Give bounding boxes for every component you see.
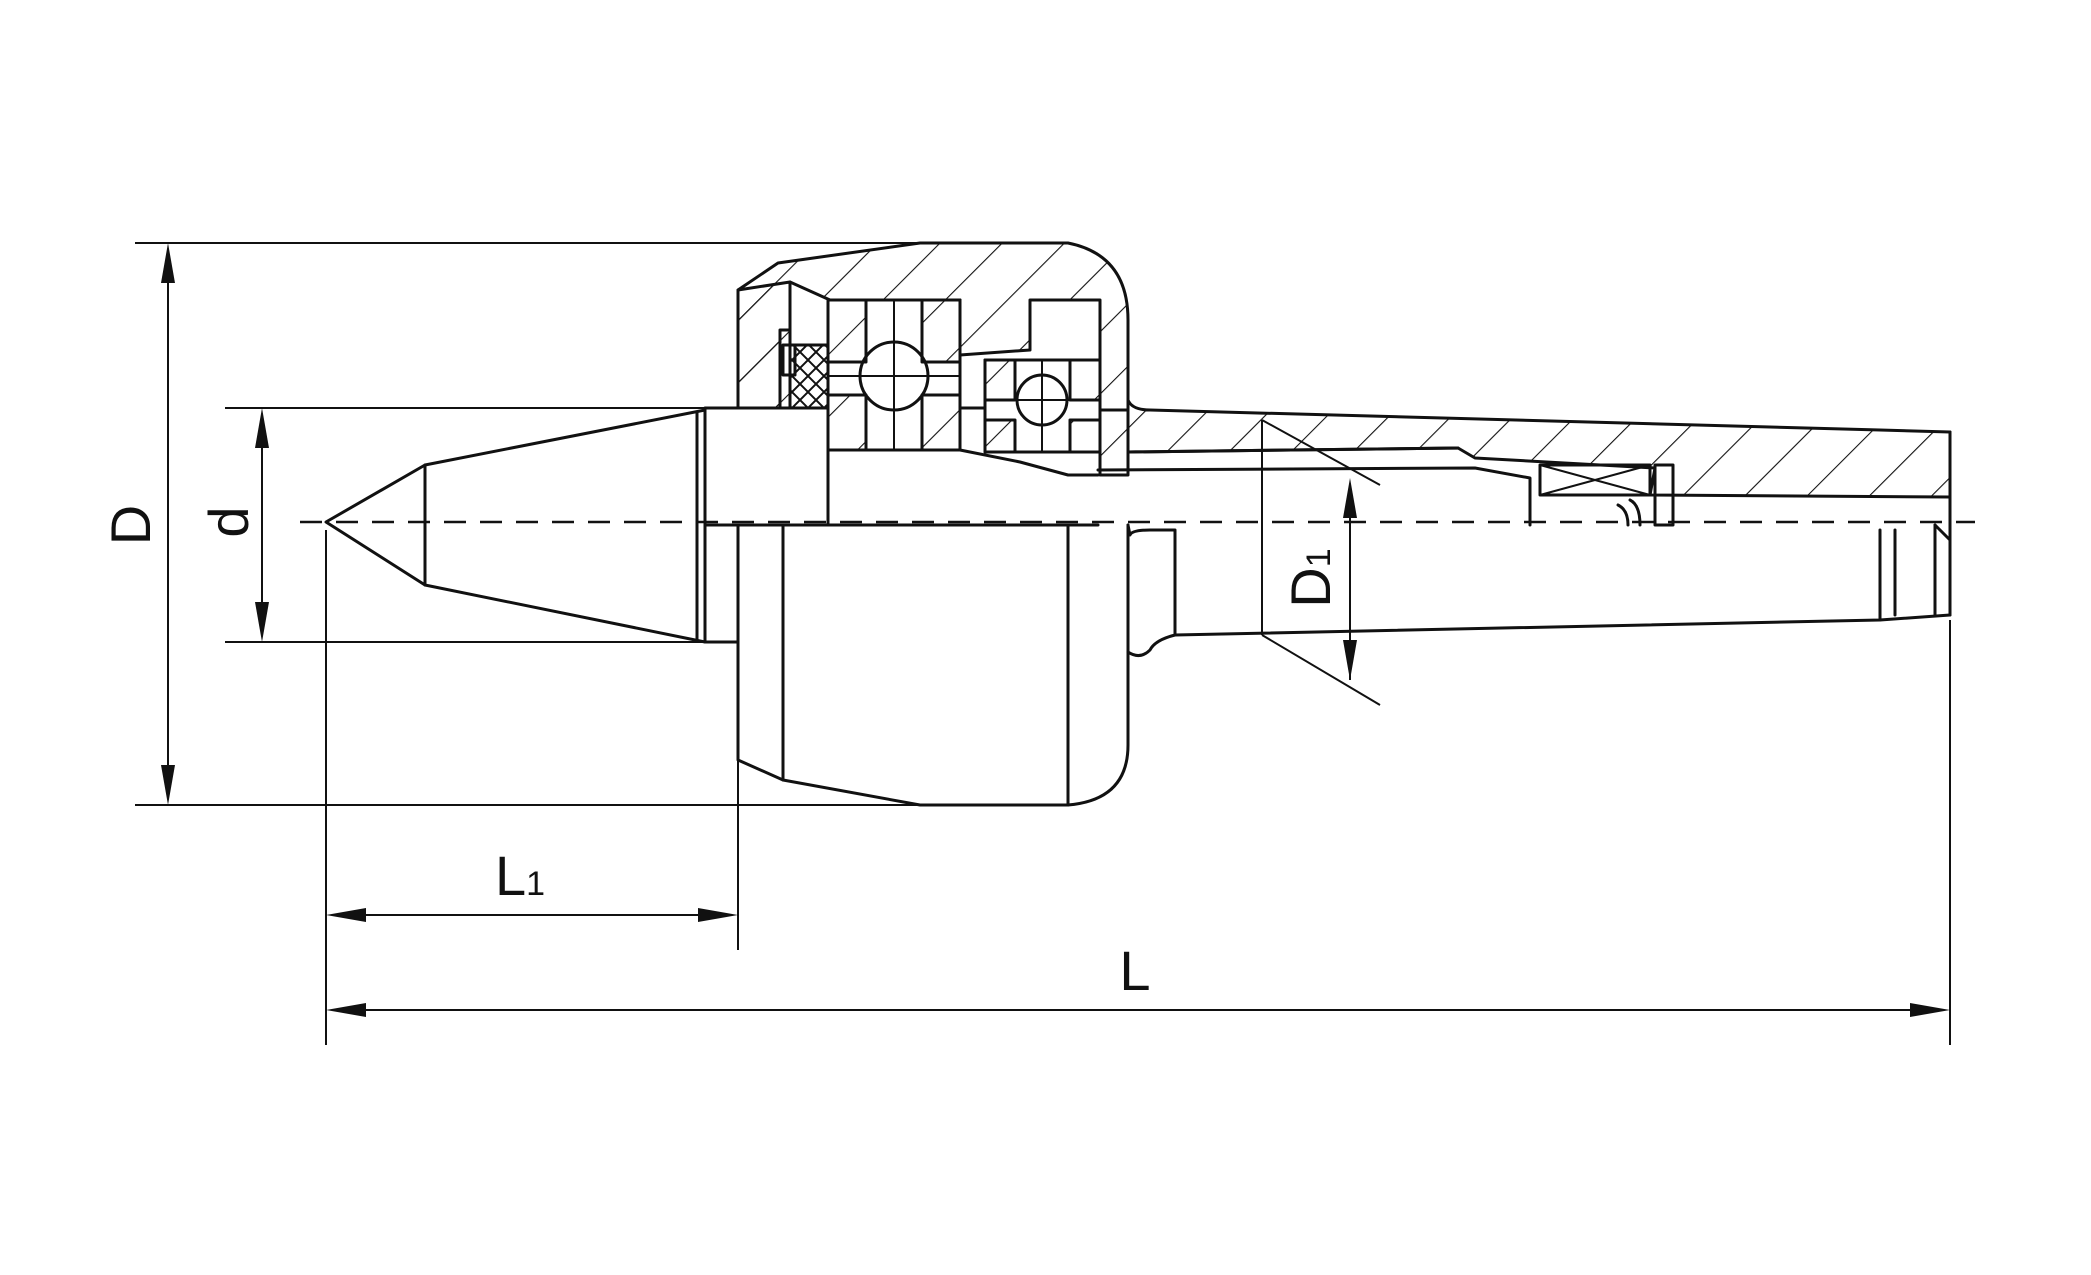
point-sleeve bbox=[703, 406, 830, 644]
dimension-outer-diameter: D bbox=[99, 242, 920, 806]
ball-bearing-rear bbox=[958, 358, 1102, 477]
dimension-point-length: L1 bbox=[325, 530, 739, 1045]
dimension-overall-length: L bbox=[326, 620, 1951, 1045]
label-overall-length: L bbox=[1119, 939, 1150, 1002]
ball-bearing-front bbox=[826, 298, 962, 452]
cone-point bbox=[324, 408, 707, 644]
label-point-diameter: d bbox=[197, 506, 260, 537]
housing-section bbox=[736, 241, 1130, 477]
dimension-taper-diameter: D1 bbox=[1261, 419, 1381, 706]
label-outer-diameter: D bbox=[99, 505, 162, 545]
taper-shank-lower bbox=[1126, 430, 1952, 657]
label-point-length: L1 bbox=[495, 844, 545, 907]
label-taper-diameter: D1 bbox=[1279, 548, 1342, 607]
dimension-point-diameter: d bbox=[197, 407, 705, 643]
shank-bore-detail bbox=[1096, 463, 1675, 527]
body-lower bbox=[736, 523, 1130, 807]
taper-shank-section bbox=[1126, 398, 1952, 499]
